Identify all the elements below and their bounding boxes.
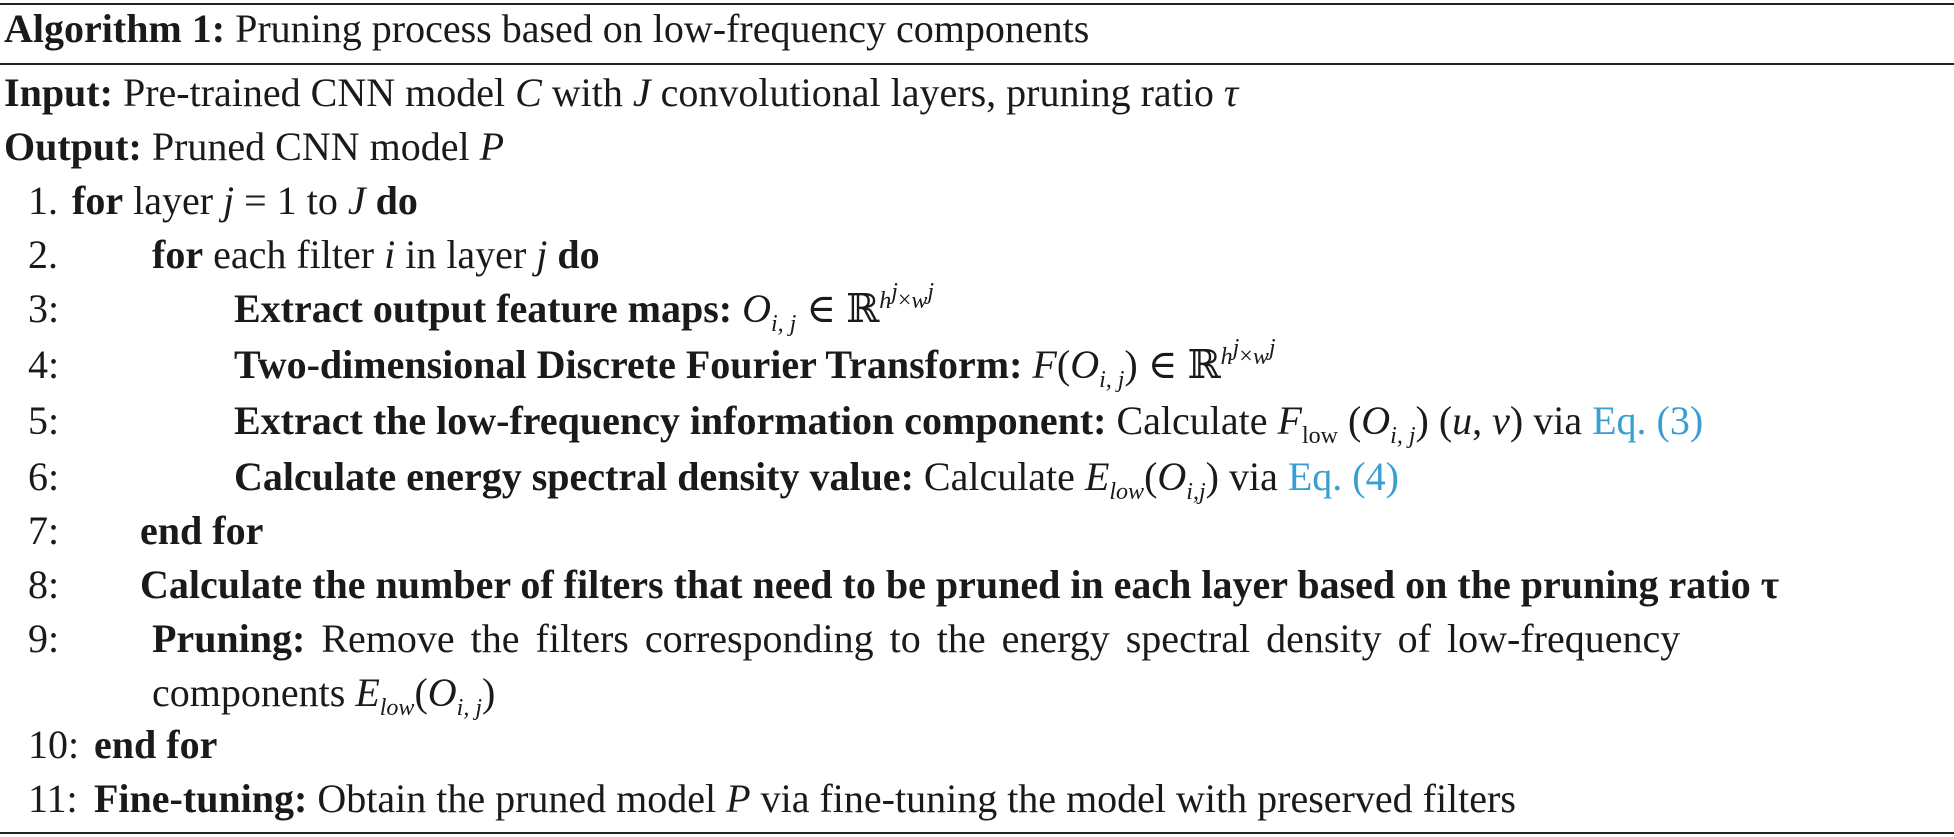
output-label: Output: [4, 124, 142, 169]
input-text-3: convolutional layers, pruning ratio [660, 70, 1214, 115]
var-j: j [223, 178, 235, 223]
output-text: Pruned CNN model [151, 124, 470, 169]
step-bold-text: Calculate energy spectral density value: [234, 454, 914, 499]
math-expression: Elow(Oi, j) [355, 670, 496, 721]
step-body: Pruning: Remove the filters correspondin… [152, 614, 1680, 664]
output-var-p: P [479, 124, 505, 169]
step-text-2: in layer [405, 232, 527, 277]
keyword-do: do [375, 178, 418, 223]
step-text-2: components [152, 670, 346, 715]
input-var-j: J [632, 70, 651, 115]
step-body: Extract output feature maps: Oi, j ∈ ℝhj… [234, 278, 935, 337]
algorithm-title-label: Algorithm 1: [4, 6, 226, 51]
math-expression: Flow (Oi, j) (u, v) [1277, 398, 1524, 449]
step-number: 1. [28, 178, 58, 223]
input-text-1: Pre-trained CNN model [122, 70, 506, 115]
algorithm-title-text: Pruning process based on low-frequency c… [235, 6, 1090, 51]
math-expression: Oi, j ∈ ℝhj×wj [742, 278, 935, 337]
step-body: for layer j = 1 to J do [72, 176, 418, 226]
step-eq: = 1 to [244, 178, 338, 223]
step-number: 5: [28, 398, 60, 443]
step-number: 11: [28, 776, 78, 821]
step-text: Calculate [1116, 398, 1268, 443]
step-body: Two-dimensional Discrete Fourier Transfo… [234, 334, 1276, 393]
keyword-do: do [557, 232, 600, 277]
step-9-continuation: components Elow(Oi, j) [152, 668, 496, 721]
step-number: 7: [28, 508, 60, 553]
step-body: end for [94, 722, 218, 767]
step-number: 2. [28, 232, 58, 277]
step-text: Obtain the pruned model [317, 776, 717, 821]
header-rule [0, 63, 1954, 65]
var-p: P [726, 776, 751, 821]
var-i: i [384, 232, 396, 277]
step-bold-text: Extract output feature maps: [234, 286, 733, 331]
bottom-rule [0, 832, 1954, 834]
var-j: j [536, 232, 548, 277]
equation-link[interactable]: Eq. (3) [1592, 398, 1704, 443]
input-text-2: with [551, 70, 623, 115]
step-text: layer [133, 178, 214, 223]
algorithm-title: Algorithm 1: Pruning process based on lo… [4, 4, 1089, 54]
step-text: each filter [213, 232, 375, 277]
step-via: via [1533, 398, 1583, 443]
step-body: Fine-tuning: Obtain the pruned model P v… [94, 774, 1516, 824]
step-body: end for [140, 508, 264, 553]
equation-link[interactable]: Eq. (4) [1287, 454, 1399, 499]
step-bold-text: Fine-tuning: [94, 776, 308, 821]
step-text: Remove the filters corresponding to the … [321, 616, 1681, 661]
step-bold-text: Pruning: [152, 616, 306, 661]
step-bold-text: Extract the low-frequency information co… [234, 398, 1107, 443]
step-body: Calculate energy spectral density value:… [234, 452, 1399, 505]
input-var-tau: τ [1223, 70, 1239, 115]
keyword-for: for [72, 178, 124, 223]
input-line: Input: Pre-trained CNN model C with J co… [4, 68, 1238, 118]
var-J: J [347, 178, 366, 223]
step-text-2: via fine-tuning the model with preserved… [760, 776, 1516, 821]
step-body: Extract the low-frequency information co… [234, 396, 1704, 449]
top-rule [0, 3, 1954, 5]
step-number: 9: [28, 616, 60, 661]
step-number: 4: [28, 342, 60, 387]
step-via: via [1228, 454, 1278, 499]
step-number: 8: [28, 562, 60, 607]
step-number: 10: [28, 722, 80, 767]
step-text: Calculate [923, 454, 1075, 499]
step-body: Calculate the number of filters that nee… [140, 562, 1780, 607]
math-expression: F(Oi, j) ∈ ℝhj×wj [1032, 334, 1276, 393]
step-number: 3: [28, 286, 60, 331]
output-line: Output: Pruned CNN model P [4, 122, 504, 172]
step-body: for each filter i in layer j do [152, 230, 600, 280]
step-number: 6: [28, 454, 60, 499]
input-label: Input: [4, 70, 113, 115]
math-expression: Elow(Oi,j) [1084, 454, 1219, 505]
keyword-for: for [152, 232, 204, 277]
input-var-c: C [515, 70, 542, 115]
step-bold-text: Two-dimensional Discrete Fourier Transfo… [234, 342, 1023, 387]
